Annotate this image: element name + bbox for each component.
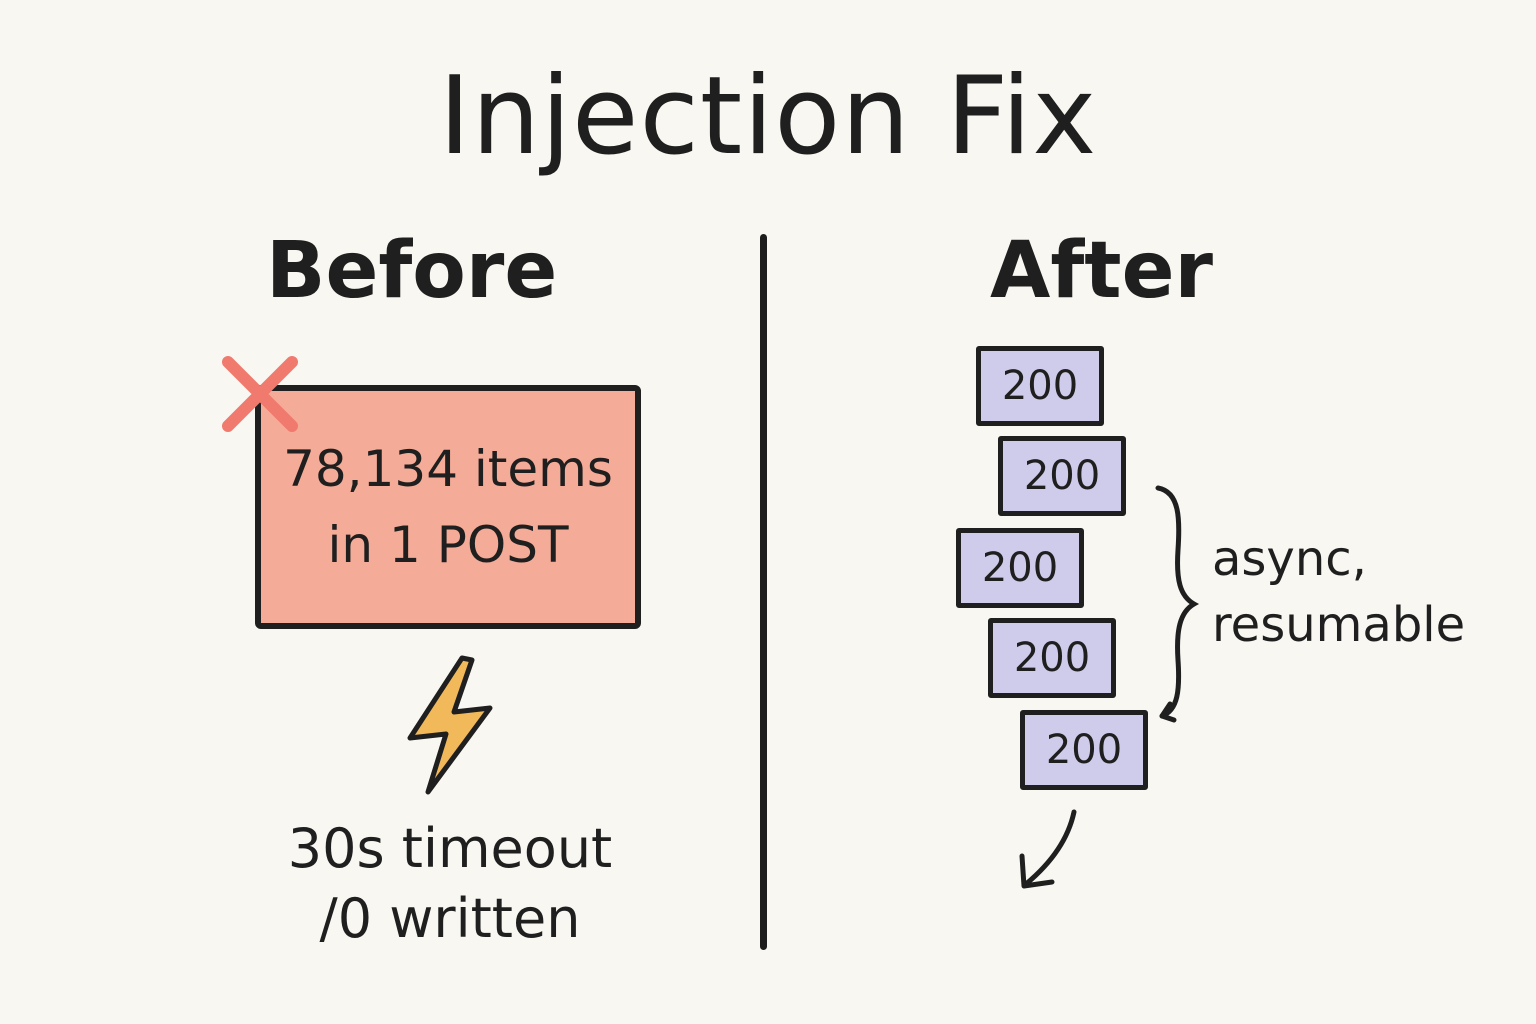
async-label: async, <box>1212 531 1367 587</box>
failure-result: 30s timeout /0 written <box>230 814 670 954</box>
chunk-box: 200 <box>956 528 1084 608</box>
curly-brace <box>1155 485 1200 723</box>
lightning-bolt-icon <box>407 655 493 795</box>
written-count-label: /0 written <box>319 887 581 950</box>
down-left-arrow-icon <box>1019 809 1077 889</box>
chunk-box: 200 <box>976 346 1104 426</box>
divider-line <box>760 234 767 950</box>
chunk-box: 200 <box>1020 710 1148 790</box>
page-title: Injection Fix <box>438 54 1098 179</box>
payload-count-label: 78,134 items <box>283 440 613 498</box>
payload-request-label: in 1 POST <box>327 516 569 574</box>
x-cross-icon <box>222 356 298 432</box>
timeout-label: 30s timeout <box>287 817 613 880</box>
resumable-label: resumable <box>1212 597 1466 653</box>
after-heading: After <box>990 226 1213 316</box>
async-resumable-label: async, resumable <box>1212 526 1465 658</box>
before-heading: Before <box>266 226 558 316</box>
single-post-payload-box: 78,134 items in 1 POST <box>255 385 641 629</box>
chunk-box: 200 <box>988 618 1116 698</box>
chunk-box: 200 <box>998 436 1126 516</box>
